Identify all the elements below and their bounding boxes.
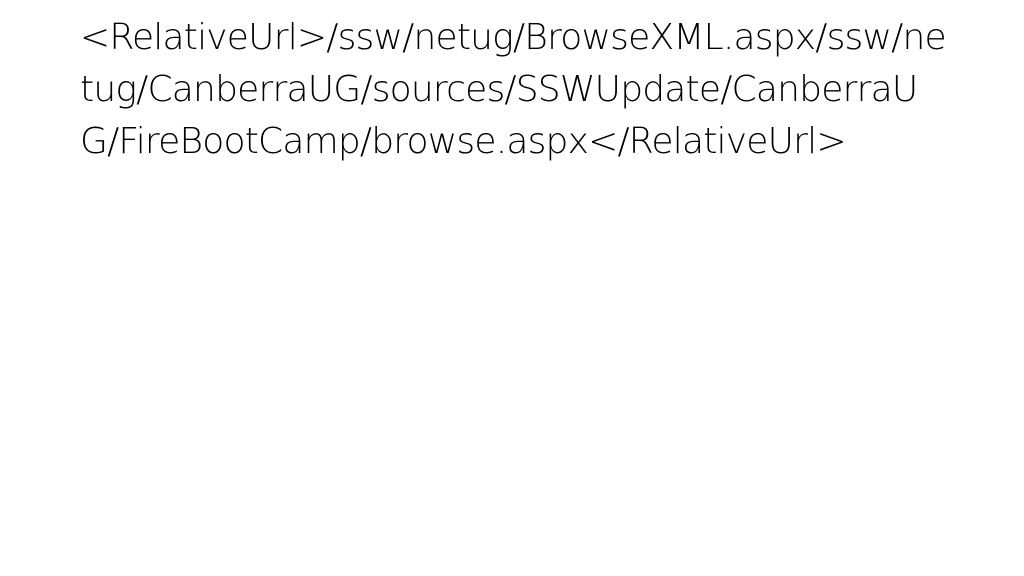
- slide-body-text: <RelativeUrl>/ssw/netug/BrowseXML.aspx/s…: [80, 17, 947, 162]
